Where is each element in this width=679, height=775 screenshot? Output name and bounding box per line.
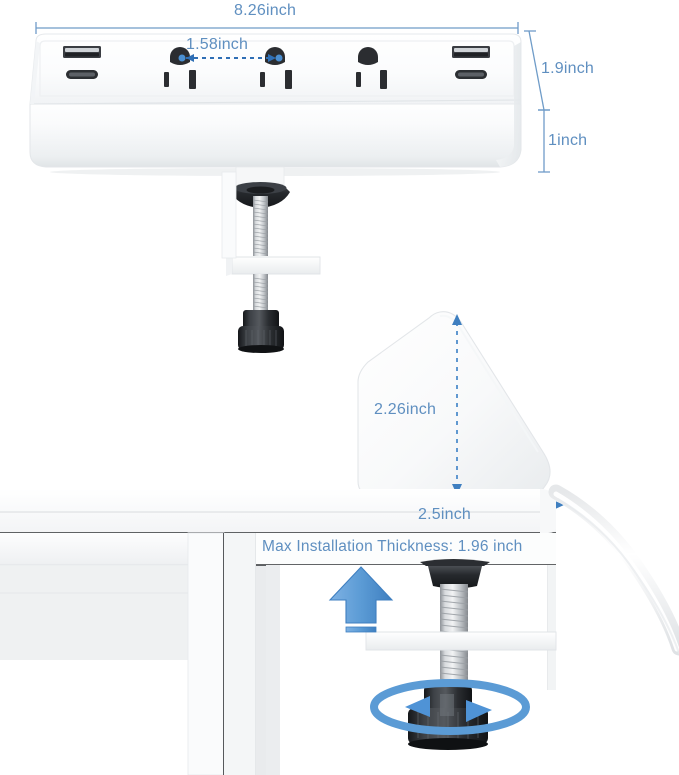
usb-c-port-right [455,70,487,79]
rotation-arrow-icon [370,679,530,735]
ac-outlet-3 [356,47,387,89]
dimension-label-profile-depth: 2.5inch [418,506,471,523]
up-arrow-icon [328,566,394,633]
power-strip-unit [29,33,522,176]
upper-clamp-assembly [221,166,321,353]
usb-a-port-right [452,46,490,58]
dimension-height-1 [538,109,550,173]
dimension-label-profile-height: 2.26inch [374,401,437,418]
dimension-label-outlet-spacing: 1.58inch [186,36,249,53]
dimension-label-height-total: 1.9inch [541,60,594,77]
dimension-outlet-spacing-1-58 [178,54,283,62]
power-cable [548,484,679,656]
max-installation-thickness-label: Max Installation Thickness: 1.96 inch [262,538,523,555]
usb-a-port-left [63,46,101,58]
dimension-width-8-26 [35,22,519,34]
dimension-label-height-body: 1inch [548,132,588,149]
usb-c-port-left [66,70,98,79]
dimension-label-width: 8.26inch [234,2,297,19]
